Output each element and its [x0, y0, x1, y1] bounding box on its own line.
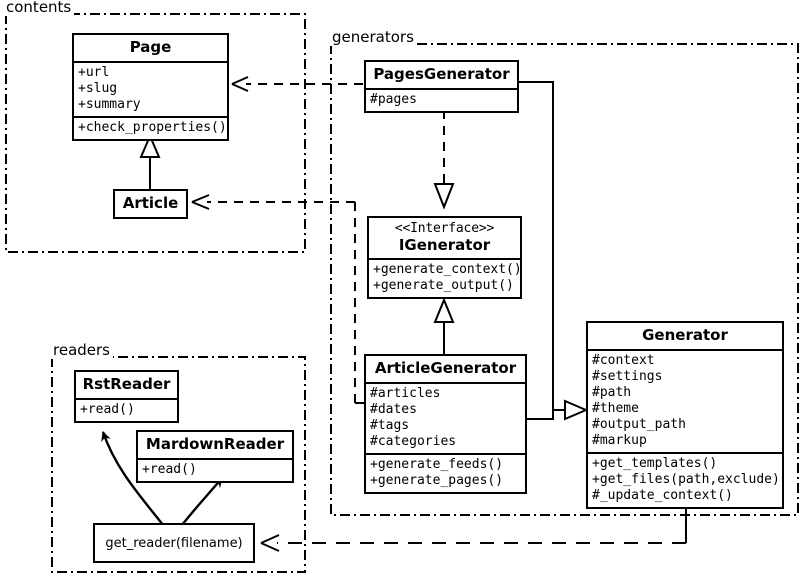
class-article-title: Article — [122, 194, 179, 212]
function-get-reader[interactable]: get_reader(filename) — [93, 523, 255, 563]
class-page-title: Page — [129, 38, 172, 56]
class-pagesgenerator[interactable]: PagesGenerator #pages — [364, 60, 519, 113]
class-rstreader[interactable]: RstReader +read() — [74, 370, 179, 423]
attribute: #markup — [592, 432, 647, 448]
class-rstreader-operations: +read() — [76, 397, 177, 421]
connector-articlegenerator-uses-article — [191, 194, 364, 404]
class-mardownreader[interactable]: MardownReader +read() — [136, 430, 294, 483]
class-page[interactable]: Page +url +slug +summary +check_properti… — [72, 33, 229, 141]
operation: +generate_output() — [373, 278, 514, 294]
operation: +generate_pages() — [370, 472, 504, 488]
connector-generator-uses-getreader — [260, 502, 687, 552]
class-rstreader-title: RstReader — [82, 375, 171, 393]
class-articlegenerator-attributes: #articles #dates #tags #categories — [366, 381, 525, 453]
class-articlegenerator-title: ArticleGenerator — [374, 359, 517, 377]
class-generator-operations: +get_templates() +get_files(path,exclude… — [588, 451, 782, 507]
class-article[interactable]: Article — [113, 189, 188, 219]
package-label-generators: generators — [330, 28, 417, 46]
operation: +generate_context() — [373, 262, 522, 278]
class-igenerator-title: <<Interface>> IGenerator — [369, 218, 520, 258]
class-generator-attributes: #context #settings #path #theme #output_… — [588, 348, 782, 452]
class-pagesgenerator-attributes: #pages — [366, 87, 517, 111]
operation: #_update_context() — [592, 487, 733, 503]
operation: +check_properties() — [78, 119, 227, 135]
class-page-operations: +check_properties() — [74, 115, 227, 139]
operation: +get_files(path,exclude) — [592, 471, 780, 487]
attribute: #tags — [370, 417, 410, 433]
attribute: +slug — [78, 80, 118, 96]
class-articlegenerator[interactable]: ArticleGenerator #articles #dates #tags … — [364, 354, 527, 494]
class-generator[interactable]: Generator #context #settings #path #them… — [586, 321, 784, 509]
connector-article-inherits-page — [139, 133, 161, 190]
attribute: #pages — [370, 91, 417, 107]
attribute: #categories — [370, 433, 457, 449]
attribute: #path — [592, 384, 632, 400]
operation: +generate_feeds() — [370, 456, 504, 472]
function-get-reader-label: get_reader(filename) — [105, 535, 243, 551]
operation: +read() — [142, 461, 197, 477]
attribute: #theme — [592, 400, 639, 416]
attribute: +url — [78, 64, 110, 80]
connector-pagesgenerator-uses-page — [231, 76, 363, 92]
attribute: #settings — [592, 368, 663, 384]
class-mardownreader-title: MardownReader — [145, 435, 285, 453]
connector-pagesgenerator-realizes-igenerator — [433, 110, 455, 210]
package-label-contents: contents — [4, 0, 75, 16]
attribute: #articles — [370, 385, 441, 401]
operation: +get_templates() — [592, 455, 718, 471]
attribute: +summary — [78, 96, 141, 112]
class-igenerator-operations: +generate_context() +generate_output() — [369, 258, 522, 297]
class-generator-title: Generator — [642, 326, 728, 344]
class-igenerator[interactable]: <<Interface>> IGenerator +generate_conte… — [367, 216, 522, 300]
operation: +read() — [80, 401, 135, 417]
class-page-attributes: +url +slug +summary — [74, 60, 227, 116]
class-articlegenerator-operations: +generate_feeds() +generate_pages() — [366, 452, 525, 492]
connector-articlegenerator-inherits-igenerator — [433, 297, 455, 354]
class-igenerator-stereotype: <<Interface>> — [394, 221, 495, 236]
attribute: #context — [592, 352, 655, 368]
connector-getreader-creates-mardownreader — [181, 477, 223, 526]
connector-articlegenerator-inherits-generator — [527, 399, 589, 421]
package-label-readers: readers — [51, 341, 113, 359]
class-igenerator-name: IGenerator — [398, 235, 491, 254]
class-pagesgenerator-title: PagesGenerator — [373, 65, 510, 83]
attribute: #dates — [370, 401, 417, 417]
attribute: #output_path — [592, 416, 686, 432]
class-mardownreader-operations: +read() — [138, 457, 292, 481]
